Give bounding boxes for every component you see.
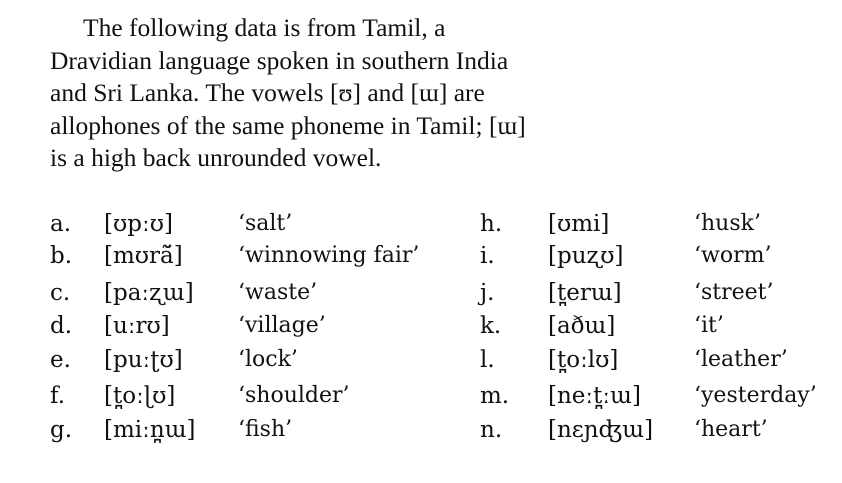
item-label: k. [480, 313, 502, 339]
item-label: a. [50, 211, 72, 237]
item-form: [neːt̪ːɯ] [548, 383, 641, 409]
item-label: d. [50, 313, 73, 339]
intro-paragraph: The following data is from Tamil, a Drav… [50, 12, 610, 175]
item-gloss: ‘shoulder’ [238, 383, 350, 408]
item-gloss: ‘village’ [238, 313, 326, 338]
item-form: [puʐʊ] [548, 243, 624, 269]
item-gloss: ‘street’ [694, 280, 774, 305]
intro-line: The following data is from Tamil, a [83, 13, 446, 42]
item-label: i. [480, 243, 495, 269]
item-form: [nɛɲʤɯ] [548, 417, 654, 443]
item-form: [aðɯ] [548, 313, 616, 339]
item-gloss: ‘worm’ [694, 243, 772, 268]
item-gloss: ‘waste’ [238, 280, 318, 305]
item-label: l. [480, 347, 495, 373]
intro-line: allophones of the same phoneme in Tamil;… [50, 110, 526, 140]
item-gloss: ‘lock’ [238, 347, 298, 372]
intro-line: and Sri Lanka. The vowels [ʊ] and [ɯ] ar… [50, 78, 485, 107]
item-gloss: ‘winnowing fair’ [238, 243, 420, 268]
item-gloss: ‘leather’ [694, 347, 788, 372]
intro-line: Dravidian language spoken in southern In… [50, 45, 509, 75]
item-form: [paːʐɯ] [104, 280, 194, 306]
item-label: j. [480, 280, 495, 306]
item-form: [ʊmi] [548, 211, 610, 237]
item-label: f. [50, 383, 66, 409]
item-form: [miːn̪ɯ] [104, 417, 196, 443]
intro-line: is a high back unrounded vowel. [50, 143, 382, 172]
item-label: c. [50, 280, 71, 306]
item-gloss: ‘fish’ [238, 417, 293, 442]
item-label: e. [50, 347, 71, 373]
item-label: n. [480, 417, 503, 443]
item-form: [t̪oːɭʊ] [104, 383, 176, 409]
item-form: [ʊpːʊ] [104, 211, 173, 237]
item-gloss: ‘heart’ [694, 417, 768, 442]
item-form: [t̪oːlʊ] [548, 347, 619, 373]
item-gloss: ‘salt’ [238, 211, 293, 236]
item-form: [uːrʊ] [104, 313, 170, 339]
item-form: [puːʈʊ] [104, 347, 183, 373]
item-gloss: ‘yesterday’ [694, 383, 817, 408]
item-gloss: ‘it’ [694, 313, 724, 338]
item-form: [mʊrã̆] [104, 243, 183, 269]
item-label: b. [50, 243, 73, 269]
item-label: h. [480, 211, 503, 237]
item-gloss: ‘husk’ [694, 211, 761, 236]
item-label: g. [50, 417, 73, 443]
item-form: [t̪erɯ] [548, 280, 622, 306]
item-label: m. [480, 383, 510, 409]
